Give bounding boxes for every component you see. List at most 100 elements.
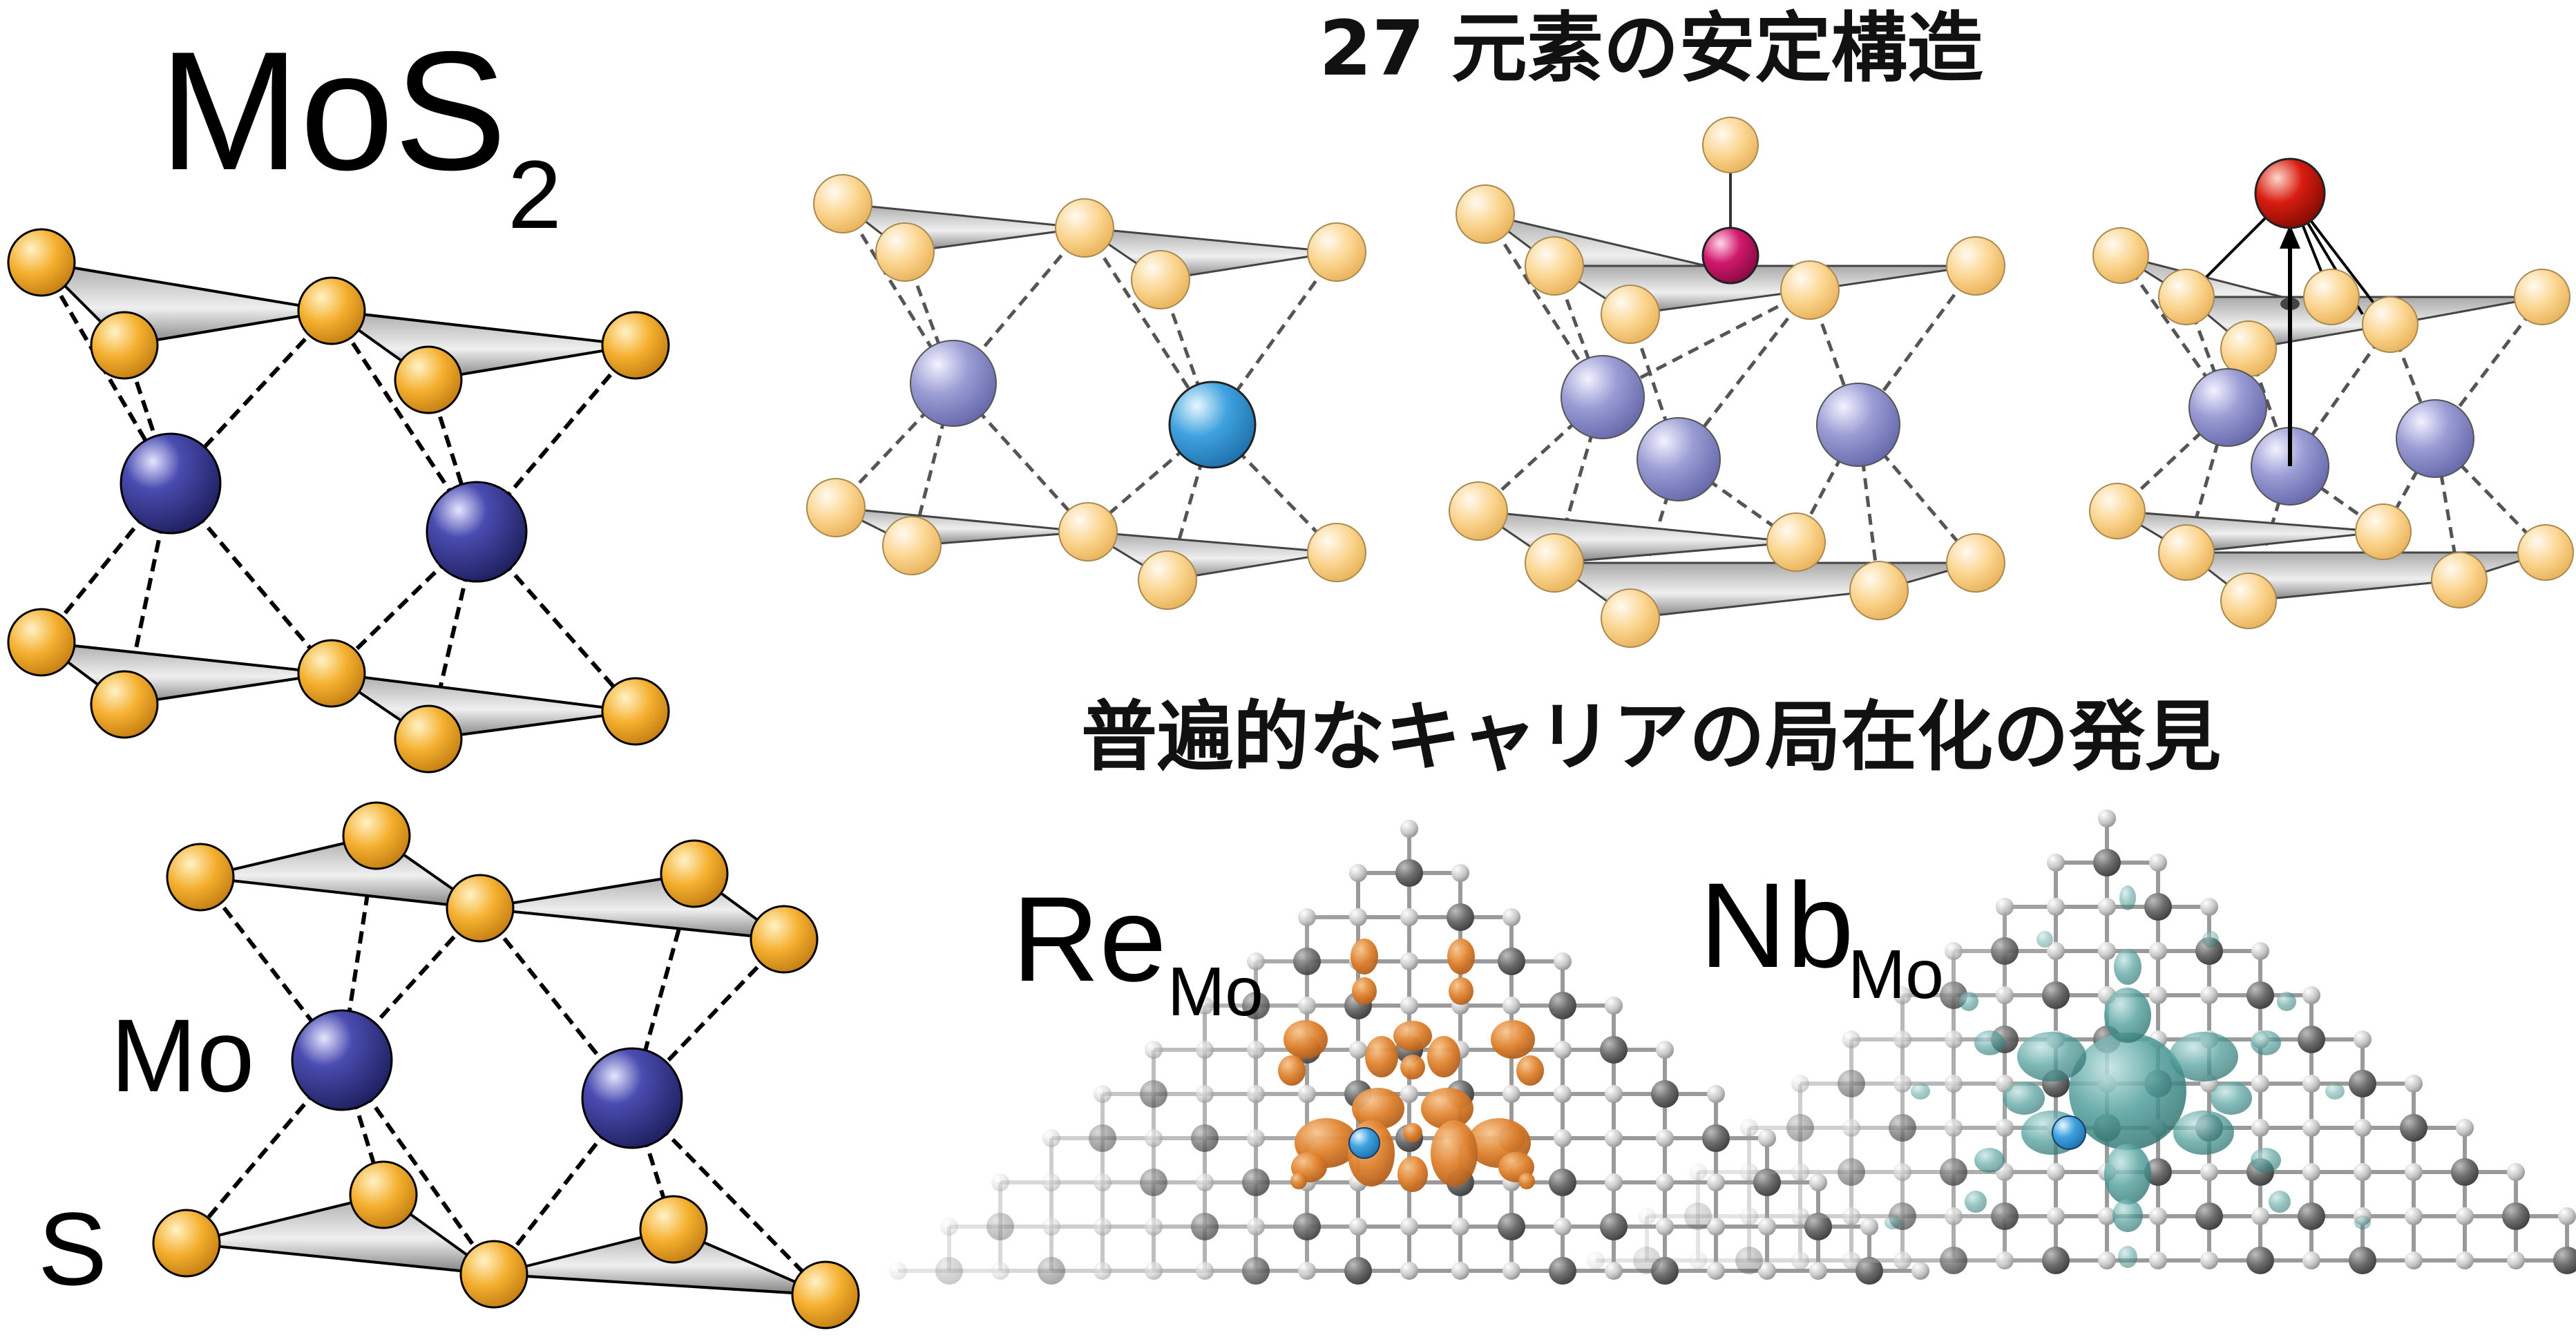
re-mo-label-subscript: Mo (1167, 953, 1263, 1030)
lattice-atom-light (1400, 1085, 1418, 1103)
lattice-atom-light (1911, 1262, 1929, 1280)
lattice-atom-dark (1447, 903, 1474, 931)
orange-density-lobe (1427, 1036, 1460, 1077)
lattice-atom-light (1656, 1129, 1674, 1147)
lattice-atom-light (2047, 898, 2065, 916)
lattice-atom-light (1842, 1119, 1860, 1137)
re-mo-label: Re (1012, 872, 1167, 1007)
lattice-atom-light (1349, 1041, 1367, 1059)
lattice-atom-light (1196, 1041, 1214, 1059)
lattice-atom-light (1605, 1262, 1623, 1280)
lattice-atom-light (2149, 986, 2167, 1004)
lattice-atom-light (1502, 1262, 1520, 1280)
lattice-atom-light (1400, 1218, 1418, 1236)
lattice-atom-dark (1702, 1124, 1730, 1152)
lattice-atom-dark (2246, 981, 2274, 1009)
lattice-atom-light (1945, 1030, 1963, 1048)
lattice-atom-dark (1498, 948, 1525, 975)
lattice-atom-light (2558, 1207, 2576, 1225)
lattice-atom-dark (1242, 1257, 1270, 1285)
lattice-atom-light (2251, 1119, 2269, 1137)
lattice-atom-light (1502, 908, 1520, 926)
lattice-atom-light (1893, 1075, 1911, 1093)
orange-density-lobe (1352, 977, 1377, 1005)
lattice-atom-light (1298, 997, 1316, 1015)
lattice-atom-light (1451, 1218, 1469, 1236)
lattice-atom-dark (1344, 1257, 1372, 1285)
orange-density-lobe (1431, 1120, 1478, 1187)
orange-density-lobe (1518, 1173, 1535, 1189)
lattice-atom-dark (1940, 1158, 1967, 1186)
lattice-atom-light (1945, 942, 1963, 960)
teal-density-lobe (2036, 931, 2053, 948)
lattice-atom-dark (1600, 1213, 1628, 1240)
teal-density-lobe (1911, 1083, 1930, 1100)
lattice-atom-dark (2144, 1158, 2172, 1186)
lattice-atom-dark (2195, 1202, 2223, 1230)
re-mo-charge-density (1278, 939, 1544, 1192)
lattice-atom-light (1145, 1218, 1163, 1236)
mos2-formula: MoS (159, 16, 507, 205)
lattice-atom-light (991, 1262, 1009, 1280)
lattice-atom-light (2405, 1207, 2423, 1225)
lattice-atom-light (1196, 1085, 1214, 1103)
teal-density-lobe (2354, 1216, 2371, 1229)
teal-density-lobe (2017, 1032, 2086, 1082)
lattice-atom-dark (1549, 992, 1576, 1019)
orange-density-lobe (1290, 1173, 1307, 1189)
lattice-atom-dark (1838, 1158, 1865, 1186)
mo-atom-label: Mo (111, 997, 254, 1113)
lattice-atom-light (1945, 1075, 1963, 1093)
lattice-atom-light (1145, 1129, 1163, 1147)
lattice-atom-dark (1191, 1213, 1219, 1240)
teal-density-lobe (2169, 1032, 2238, 1082)
lattice-atom-light (1656, 1041, 1674, 1059)
lattice-atom-light (1707, 1173, 1725, 1191)
orange-density-lobe (1352, 1088, 1404, 1129)
lattice-atom-light (1196, 1262, 1214, 1280)
lattice-atom-light (1554, 1218, 1572, 1236)
lattice-atom-light (1587, 1251, 1605, 1269)
orange-density-lobe (1393, 1021, 1432, 1051)
lattice-atom-dark (2042, 981, 2070, 1009)
lattice-atom-light (2302, 1163, 2320, 1181)
lattice-atom-light (1094, 1173, 1112, 1191)
lattice-atom-light (2200, 1163, 2218, 1181)
lattice-atom-light (1605, 1173, 1623, 1191)
orange-density-lobe (1403, 1123, 1422, 1142)
lattice-atom-light (1656, 1218, 1674, 1236)
structure-adatom-magenta (1449, 117, 2005, 648)
lattice-atom-light (1740, 1207, 1758, 1225)
lattice-atom-light (1791, 1075, 1809, 1093)
lattice-atom-light (1042, 1129, 1060, 1147)
lattice-atom-light (1247, 1129, 1265, 1147)
lattice-atom-dark (2349, 1247, 2376, 1274)
lattice-atom-dark (2093, 849, 2121, 876)
lattice-atom-light (1554, 1129, 1572, 1147)
lattice-atom-light (2047, 1207, 2065, 1225)
mos2-side-view-diagram (7, 228, 670, 774)
lattice-atom-light (1893, 1251, 1911, 1269)
lattice-atom-dark (1549, 1257, 1576, 1285)
lattice-atom-light (2405, 1075, 2423, 1093)
teal-density-lobe (1885, 1216, 1901, 1229)
lattice-atom-light (1400, 1262, 1418, 1280)
nb-dopant-atom (2052, 1115, 2086, 1150)
orange-density-lobe (1400, 1055, 1425, 1079)
lattice-atom-light (1893, 1163, 1911, 1181)
orange-density-lobe (1421, 1088, 1473, 1129)
lattice-atom-dark (1140, 1080, 1167, 1108)
s-atom-label: S (38, 1191, 107, 1307)
lattice-atom-light (2047, 854, 2065, 872)
lattice-atom-light (1094, 1262, 1112, 1280)
structure-substitution (806, 174, 1366, 610)
lattice-atom-dark (2349, 1070, 2376, 1097)
lattice-atom-light (1758, 1262, 1776, 1280)
lattice-atom-light (2149, 854, 2167, 872)
lattice-atom-light (2251, 1207, 2269, 1225)
lattice-atom-light (1656, 1173, 1674, 1191)
orange-density-lobe (1278, 1055, 1306, 1086)
lattice-atom-light (1842, 1251, 1860, 1269)
lattice-atom-light (1451, 864, 1469, 882)
lattice-atom-light (1758, 1218, 1776, 1236)
